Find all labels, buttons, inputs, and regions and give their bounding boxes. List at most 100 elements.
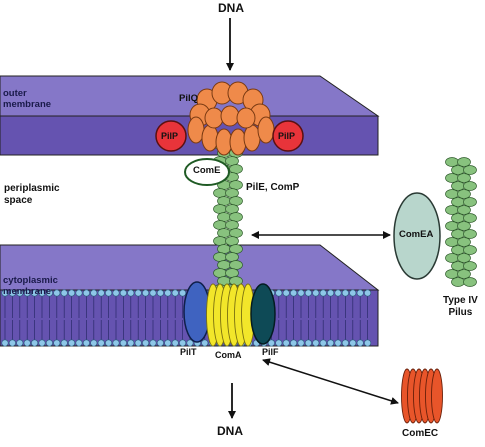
lipid-head [297, 339, 305, 347]
pilin-subunit [457, 237, 471, 247]
pilin-subunit [225, 268, 239, 278]
pilin-subunit [451, 165, 465, 175]
lipid-head [53, 339, 61, 347]
lipid-head [45, 289, 53, 297]
lipid-head [334, 339, 342, 347]
lipid-head [82, 339, 90, 347]
lipid-head [186, 339, 194, 347]
lipid-head [97, 339, 105, 347]
pilin-subunit [457, 269, 471, 279]
lipid-head [201, 339, 209, 347]
pilin-subunit [457, 173, 471, 183]
pilin-subunit [457, 205, 471, 215]
lipid-head [1, 339, 9, 347]
lipid-head [82, 289, 90, 297]
lipid-head [171, 339, 179, 347]
pilin-subunit [445, 173, 459, 183]
lipid-head [75, 289, 83, 297]
lipid-head [142, 339, 150, 347]
pilq-subunit [201, 124, 219, 152]
comec-label: ComEC [402, 428, 439, 439]
pilp-right-label: PilP [278, 131, 296, 141]
lipid-head [8, 289, 16, 297]
type-iv-pilus-label: Type IV Pilus [443, 295, 478, 318]
lipid-head [134, 339, 142, 347]
pilf-protein [250, 283, 276, 345]
lipid-head [312, 289, 320, 297]
lipid-head [105, 289, 113, 297]
lipid-head [1, 289, 9, 297]
lipid-head [267, 339, 275, 347]
lipid-head [334, 289, 342, 297]
coma-protein [206, 283, 255, 347]
come-protein [184, 158, 230, 186]
lipid-head [97, 289, 105, 297]
lipid-head [327, 339, 335, 347]
lipid-head [171, 289, 179, 297]
pilf-label: PilF [262, 347, 279, 357]
pilin-subunit [229, 260, 243, 270]
comec-double-arrow [262, 358, 399, 405]
pilin-subunit [457, 221, 471, 231]
lipid-head [31, 339, 39, 347]
lipid-head [327, 289, 335, 297]
lipid-head [312, 339, 320, 347]
pilin-subunit [213, 204, 227, 214]
pilq-subunit [229, 128, 247, 156]
pilin-subunit [213, 188, 227, 198]
pilq-secretin [187, 81, 275, 156]
lipid-head [364, 289, 372, 297]
lipid-head [31, 289, 39, 297]
pilin-subunit [229, 164, 243, 174]
pilin-subunit [213, 268, 227, 278]
lipid-head [90, 339, 98, 347]
lipid-head [112, 289, 120, 297]
pilin-subunit [229, 244, 243, 254]
pilin-subunit [229, 180, 243, 190]
pilin-subunit [463, 229, 477, 239]
comea-label: ComEA [399, 229, 434, 240]
lipid-head [282, 339, 290, 347]
lipid-head [349, 289, 357, 297]
lipid-head [16, 339, 24, 347]
dna-top-label: DNA [218, 1, 244, 15]
pilin-subunit [445, 189, 459, 199]
pilp-left-protein [155, 120, 187, 152]
pilin-subunit [463, 277, 477, 287]
lipid-head [53, 289, 61, 297]
come-label: ComE [193, 165, 221, 176]
lipid-head [60, 339, 68, 347]
lipid-head [282, 289, 290, 297]
lipid-head [275, 289, 283, 297]
pilin-subunit [217, 196, 231, 206]
pilin-subunit [225, 156, 239, 166]
pilq-subunit [257, 116, 275, 144]
lipid-head [164, 289, 172, 297]
lipid-head [68, 289, 76, 297]
lipid-head [134, 289, 142, 297]
lipid-head [127, 289, 135, 297]
pilin-subunit [451, 229, 465, 239]
lipid-head [149, 289, 157, 297]
pilin-subunit [457, 157, 471, 167]
pilin-subunit [445, 221, 459, 231]
lipid-head [364, 339, 372, 347]
pilin-subunit [217, 244, 231, 254]
lipid-head [156, 339, 164, 347]
lipid-head [319, 289, 327, 297]
pilin-subunit [229, 228, 243, 238]
pilp-left-label: PilP [161, 131, 179, 141]
pilin-subunit [445, 157, 459, 167]
pilin-subunit [451, 181, 465, 191]
pilin-subunit [213, 220, 227, 230]
comea-protein [393, 192, 441, 280]
pile-comp-label: PilE, ComP [246, 182, 300, 193]
comec-subunit [431, 368, 443, 424]
coma-label: ComA [215, 350, 242, 360]
pilin-subunit [457, 253, 471, 263]
lipid-head [341, 289, 349, 297]
lipid-head [119, 339, 127, 347]
lipid-head [164, 339, 172, 347]
